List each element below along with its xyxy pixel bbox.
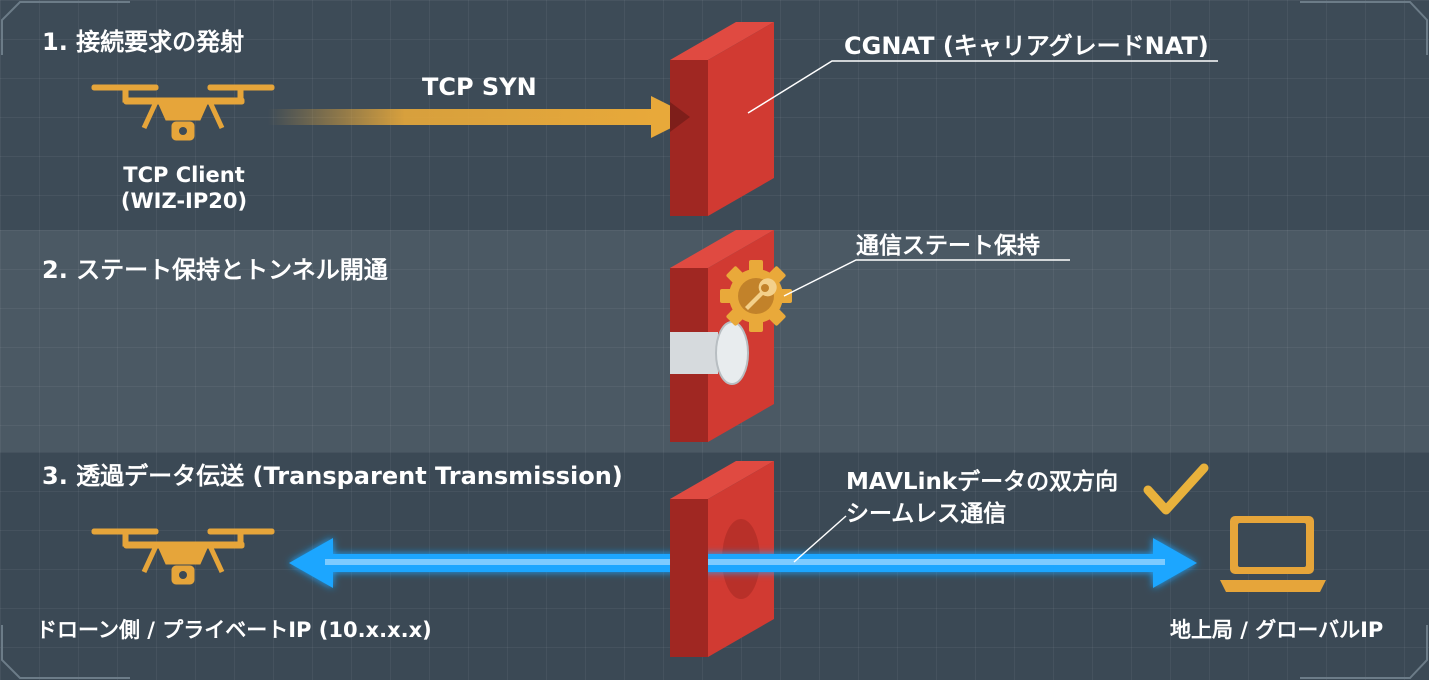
step2-title: 2. ステート保持とトンネル開通 — [42, 256, 388, 284]
laptop-icon — [1220, 516, 1326, 592]
mavlink-label-line2: シームレス通信 — [846, 501, 1007, 527]
tcp-client-label-line1: TCP Client — [123, 163, 245, 187]
drone-icon-step3 — [91, 528, 275, 585]
cgnat-wall — [670, 22, 774, 216]
ground-station-label: 地上局 / グローバルIP — [1170, 618, 1384, 642]
tcp-client-label-line2: (WIZ-IP20) — [120, 189, 248, 213]
cgnat-label: CGNAT (キャリアグレードNAT) — [844, 32, 1209, 60]
tcp-syn-label: TCP SYN — [422, 73, 537, 101]
data-wall-edge — [670, 499, 708, 657]
bidirectional-data-arrow — [289, 538, 1197, 588]
state-leader-line — [783, 259, 1070, 297]
state-label: 通信ステート保持 — [856, 233, 1040, 259]
mavlink-label: MAVLinkデータの双方向 シームレス通信 — [846, 466, 1118, 530]
mavlink-leader-line — [793, 515, 847, 563]
step3-title: 3. 透過データ伝送 (Transparent Transmission) — [42, 462, 623, 490]
cgnat-leader-line — [747, 60, 1218, 114]
step1-title: 1. 接続要求の発射 — [42, 28, 245, 56]
drone-icon — [91, 84, 275, 141]
drone-side-label: ドローン側 / プライベートIP (10.x.x.x) — [36, 618, 432, 642]
gear-wrench-icon — [720, 260, 792, 332]
check-icon — [1143, 463, 1209, 515]
tcp-client-label: TCP Client (WIZ-IP20) — [108, 162, 260, 214]
mavlink-label-line1: MAVLinkデータの双方向 — [846, 469, 1119, 495]
